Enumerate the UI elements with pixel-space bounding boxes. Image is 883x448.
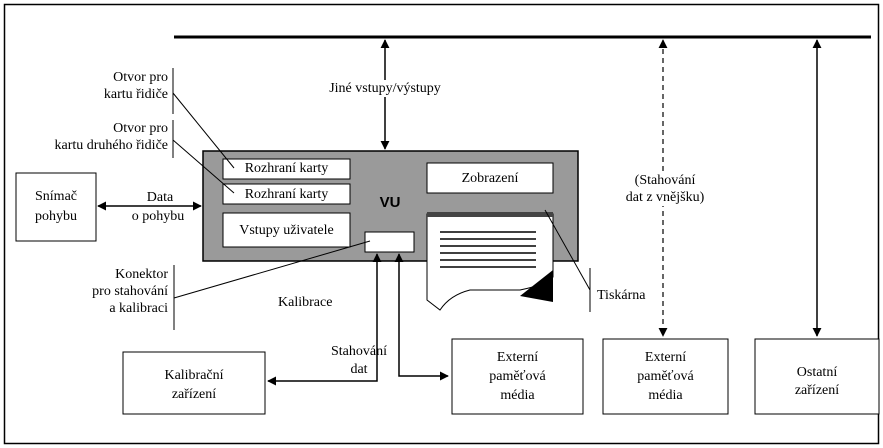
outer-frame (3, 3, 880, 445)
external-media-2-line1: Externí (644, 350, 687, 365)
slot2-pointer (172, 139, 235, 194)
other-io-label: Jiné vstupy/výstupy (300, 80, 470, 97)
paper-curl (520, 270, 553, 302)
download-arrow (398, 256, 449, 381)
external-download-label-line2: dat z vnějšku) (610, 189, 720, 206)
card-interface-box-1 (222, 158, 351, 180)
slot1-label-line2: kartu řidiče (103, 87, 168, 102)
card-interface-label-2: Rozhraní karty (244, 187, 329, 202)
calibration-arrow (267, 256, 378, 386)
card-interface-box-2 (222, 183, 351, 205)
printer-pointer (544, 209, 591, 291)
connector-label-line2: pro stahování (92, 284, 168, 299)
external-media-2-line3: média (648, 388, 683, 403)
external-media-1-line2: paměťová (489, 369, 546, 384)
sensor-label-line2: pohybu (35, 209, 77, 224)
calibration-label: Kalibrace (278, 295, 333, 310)
slot2-label-line1: Otvor pro (113, 121, 168, 136)
other-devices-label-line1: Ostatní (796, 365, 838, 380)
external-media-2-line2: paměťová (637, 369, 694, 384)
motion-data-label-line1: Data (146, 190, 174, 205)
external-media-1-line1: Externí (496, 350, 539, 365)
vu-label: VU (379, 194, 401, 211)
external-media-box-2 (602, 338, 729, 415)
download-label-line1: Stahování (331, 344, 387, 359)
printer-slot (427, 212, 553, 217)
connector-pointer (173, 240, 371, 299)
sensor-label-line1: Snímač (35, 189, 77, 204)
display-label: Zobrazení (461, 171, 519, 186)
printer-label: Tiskárna (597, 288, 646, 303)
calibration-device-box (122, 351, 266, 415)
other-devices-label-line2: zařízení (794, 383, 840, 398)
printer-text-lines (440, 231, 536, 268)
motion-data-label-line2: o pohybu (131, 209, 185, 224)
connector-box (364, 231, 415, 253)
user-input-label: Vstupy uživatele (239, 223, 334, 238)
connector-label-line1: Konektor (115, 267, 168, 282)
display-box (426, 162, 554, 194)
sensor-box (15, 172, 97, 242)
external-media-box-1 (451, 338, 584, 415)
slot1-label-line1: Otvor pro (113, 70, 168, 85)
external-media-1-line3: média (500, 388, 535, 403)
calibration-device-label-line1: Kalibrační (164, 368, 224, 383)
card-interface-label-1: Rozhraní karty (244, 161, 329, 176)
connector-label-line3: a kalibraci (109, 301, 168, 316)
calibration-device-label-line2: zařízení (171, 387, 217, 402)
slot1-pointer (172, 92, 235, 169)
user-input-box (222, 212, 351, 248)
download-label-line2: dat (350, 362, 368, 377)
external-download-label-line1: (Stahování (615, 172, 715, 189)
other-devices-box (754, 338, 880, 415)
slot2-label-line2: kartu druhého řidiče (54, 138, 168, 153)
